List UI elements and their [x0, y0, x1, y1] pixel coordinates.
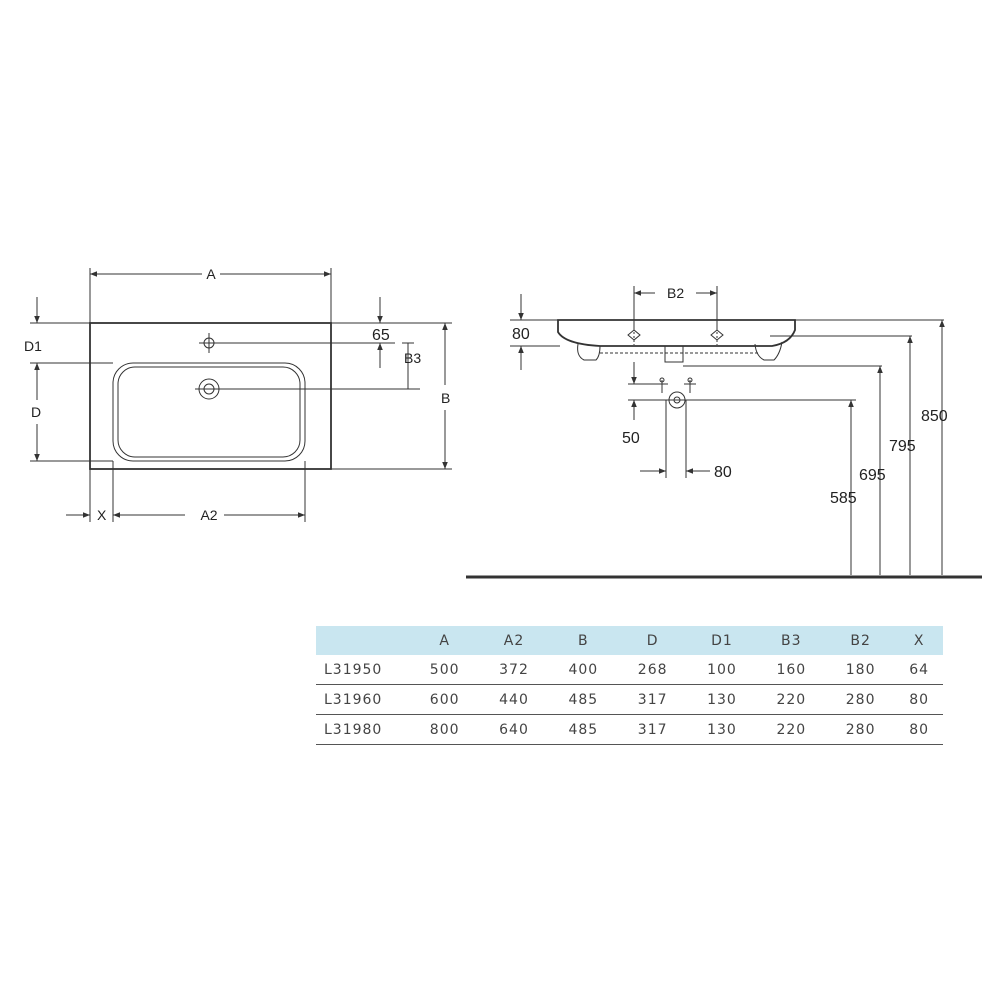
table-cell: 130	[687, 684, 757, 715]
table-cell: 268	[617, 655, 688, 685]
label-695: 695	[859, 467, 886, 484]
label-a2: A2	[200, 507, 217, 523]
table-cell: 280	[825, 684, 896, 715]
basin-outline	[89, 322, 332, 470]
table-header-cell: B3	[781, 632, 802, 649]
table-header-cell: X	[913, 632, 925, 649]
table-cell: 317	[617, 684, 688, 715]
table-cell: 400	[548, 655, 618, 685]
bowl-outline	[112, 362, 306, 462]
table-cell: 800	[410, 714, 480, 745]
label-850: 850	[921, 408, 948, 425]
table-cell: 180	[825, 655, 896, 685]
table-cell: 485	[548, 714, 618, 745]
table-cell: 280	[825, 714, 896, 745]
label-65: 65	[372, 327, 390, 344]
label-a: A	[206, 266, 216, 282]
label-80-thickness: 80	[512, 326, 530, 343]
table-header-cell: A	[439, 632, 450, 649]
basin-side-view: B2 80 50 80	[466, 285, 982, 579]
table-cell: 372	[479, 655, 549, 685]
table-cell-model: L31960	[316, 684, 410, 715]
table-cell-model: L31950	[316, 655, 410, 685]
table-row: L31960 600 440 485 317 130 220 280 80	[316, 684, 943, 715]
table-header-cell	[316, 626, 410, 655]
label-b: B	[441, 390, 450, 406]
label-b3: B3	[404, 350, 421, 366]
label-d: D	[31, 404, 41, 420]
label-80-offset: 80	[714, 464, 732, 481]
table-header-cell: B2	[850, 632, 871, 649]
table-cell: 220	[756, 714, 826, 745]
label-x: X	[97, 507, 107, 523]
dimensions-table: A A2 B D D1 B3 B2 X L31950 500 372 400 2…	[316, 626, 943, 745]
table-header-row: A A2 B D D1 B3 B2 X	[316, 626, 943, 655]
bowl-inner-outline	[117, 366, 301, 458]
table-cell: 440	[479, 684, 549, 715]
table-cell: 600	[410, 684, 480, 715]
table-row: L31980 800 640 485 317 130 220 280 80	[316, 714, 943, 745]
table-header-cell: B	[578, 632, 589, 649]
valve-icon	[656, 377, 668, 393]
table-cell: 100	[687, 655, 757, 685]
label-585: 585	[830, 490, 857, 507]
table-cell-model: L31980	[316, 714, 410, 745]
table-cell: 500	[410, 655, 480, 685]
table-cell: 317	[617, 714, 688, 745]
table-header-cell: D1	[711, 632, 733, 649]
valve-icon	[684, 377, 696, 393]
table-header-cell: D	[646, 632, 659, 649]
label-b2: B2	[667, 285, 684, 301]
table-cell: 160	[756, 655, 826, 685]
basin-side-outline	[557, 319, 796, 347]
table-cell: 80	[895, 714, 943, 745]
table-cell: 485	[548, 684, 618, 715]
label-50: 50	[622, 430, 640, 447]
table-cell: 130	[687, 714, 757, 745]
table-cell: 220	[756, 684, 826, 715]
label-795: 795	[889, 438, 916, 455]
table-header-cell: A2	[503, 632, 525, 649]
label-d1: D1	[24, 338, 42, 354]
table-cell: 80	[895, 684, 943, 715]
table-cell: 640	[479, 714, 549, 745]
basin-top-view: A 65 B3 B D1 D X A2	[24, 266, 452, 523]
table-row: L31950 500 372 400 268 100 160 180 64	[316, 655, 943, 685]
table-cell: 64	[895, 655, 943, 685]
